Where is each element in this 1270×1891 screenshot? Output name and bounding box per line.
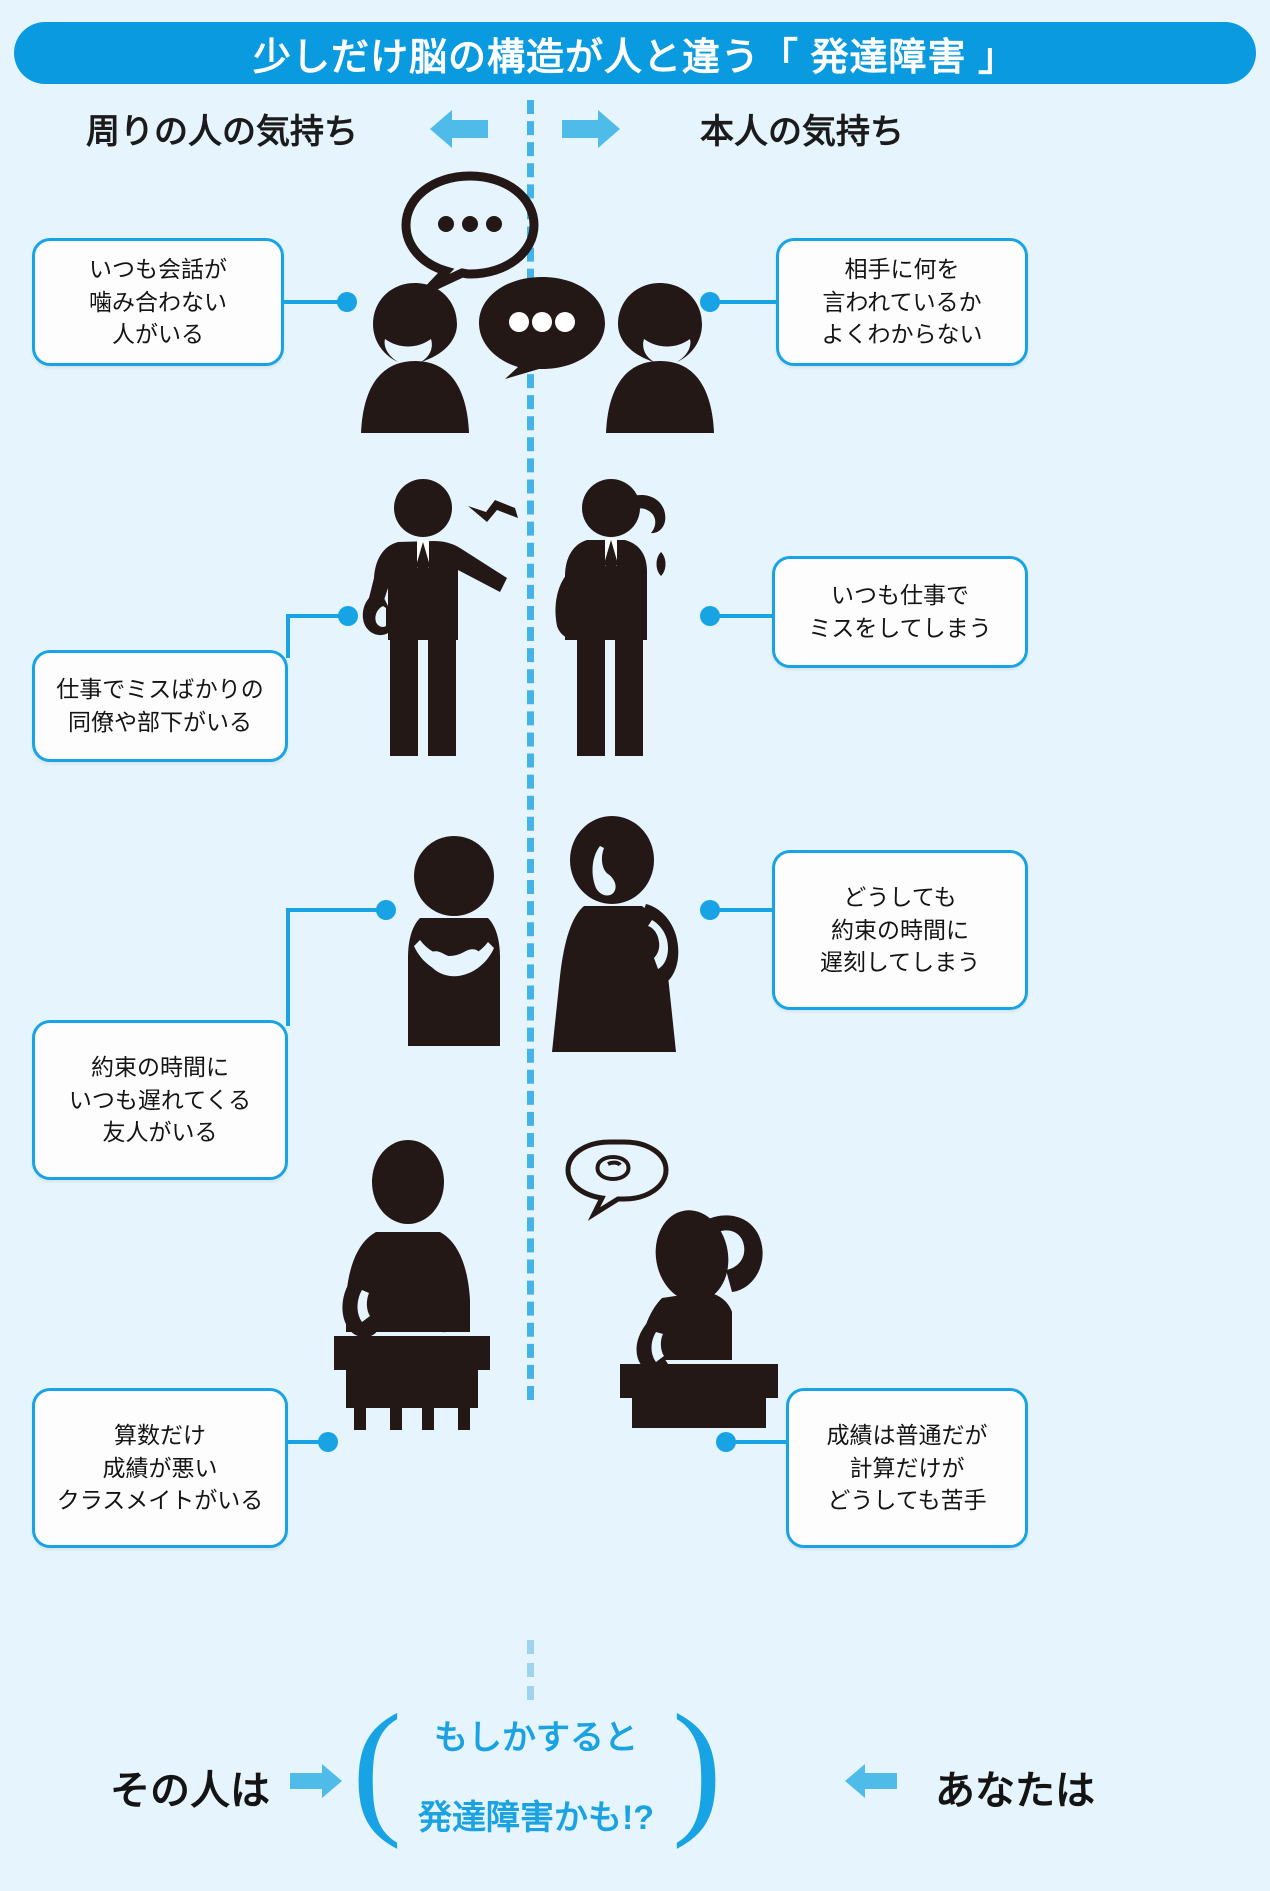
connector-line xyxy=(730,1440,788,1444)
arms-crossed-person-icon xyxy=(388,836,518,1056)
callout-others-conversation: いつも会話が 噛み合わない 人がいる xyxy=(32,238,284,366)
callout-text: いつも会話が 噛み合わない 人がいる xyxy=(89,256,227,348)
arrow-left-icon xyxy=(430,108,488,150)
person-head-icon xyxy=(355,283,475,433)
arrow-right-icon xyxy=(290,1762,342,1800)
column-header-others: 周りの人の気持ち xyxy=(86,113,358,151)
connector-dot xyxy=(338,606,358,626)
connector-dot xyxy=(716,1432,736,1452)
callout-self-lateness: どうしても 約束の時間に 遅刻してしまう xyxy=(772,850,1028,1010)
paren-right: ) xyxy=(672,1684,722,1850)
callout-text: 相手に何を 言われているか よくわからない xyxy=(821,256,983,348)
connector-line-vertical xyxy=(286,614,290,658)
arrow-right-icon xyxy=(562,108,620,150)
hand-on-hip-woman-icon xyxy=(542,816,712,1066)
bottom-label-others: その人は xyxy=(110,1769,270,1813)
conclusion-line-2: 発達障害かも!? xyxy=(417,1799,655,1837)
speech-bubble-big-icon xyxy=(400,170,540,290)
callout-text: 仕事でミスばかりの 同僚や部下がいる xyxy=(56,676,264,735)
student-at-desk-icon xyxy=(290,1140,530,1430)
connector-line xyxy=(714,614,772,618)
arrow-left-icon xyxy=(845,1762,897,1800)
angry-businessman-icon xyxy=(350,478,540,758)
conclusion-line-1: もしかすると xyxy=(434,1719,638,1757)
connector-dot xyxy=(337,292,357,312)
connector-line xyxy=(714,300,778,304)
connector-line xyxy=(714,908,774,912)
callout-text: 算数だけ 成績が悪い クラスメイトがいる xyxy=(56,1422,264,1514)
person-speech-bubble-icon xyxy=(477,275,607,380)
callout-others-work: 仕事でミスばかりの 同僚や部下がいる xyxy=(32,650,288,762)
callout-self-work: いつも仕事で ミスをしてしまう xyxy=(772,556,1028,668)
connector-line xyxy=(284,300,350,304)
connector-line xyxy=(288,614,350,618)
callout-text: いつも仕事で ミスをしてしまう xyxy=(808,582,992,641)
callout-text: 成績は普通だが 計算だけが どうしても苦手 xyxy=(826,1422,988,1514)
confused-student-at-desk-icon xyxy=(556,1128,806,1428)
center-divider-bottom xyxy=(527,1640,534,1700)
connector-dot xyxy=(700,900,720,920)
column-header-self: 本人の気持ち xyxy=(700,113,904,151)
connector-line xyxy=(288,1440,330,1444)
person-head-right-icon xyxy=(600,283,720,433)
connector-dot xyxy=(700,292,720,312)
connector-line xyxy=(288,908,380,912)
center-divider xyxy=(527,100,534,1400)
callout-text: どうしても 約束の時間に 遅刻してしまう xyxy=(819,884,981,976)
sweating-businessman-icon xyxy=(545,478,725,758)
title-banner: 少しだけ脳の構造が人と違う「 発達障害 」 xyxy=(14,22,1256,84)
callout-self-conversation: 相手に何を 言われているか よくわからない xyxy=(776,238,1028,366)
callout-others-lateness: 約束の時間に いつも遅れてくる 友人がいる xyxy=(32,1020,288,1180)
callout-text: 約束の時間に いつも遅れてくる 友人がいる xyxy=(68,1054,252,1146)
bottom-label-self: あなたは xyxy=(935,1769,1095,1813)
connector-dot xyxy=(700,606,720,626)
connector-dot xyxy=(376,900,396,920)
callout-others-math: 算数だけ 成績が悪い クラスメイトがいる xyxy=(32,1388,288,1548)
connector-dot xyxy=(318,1432,338,1452)
page-title: 少しだけ脳の構造が人と違う「 発達障害 」 xyxy=(252,36,1018,79)
paren-left: ( xyxy=(352,1684,402,1850)
connector-line-vertical xyxy=(286,908,290,1026)
callout-self-math: 成績は普通だが 計算だけが どうしても苦手 xyxy=(786,1388,1028,1548)
